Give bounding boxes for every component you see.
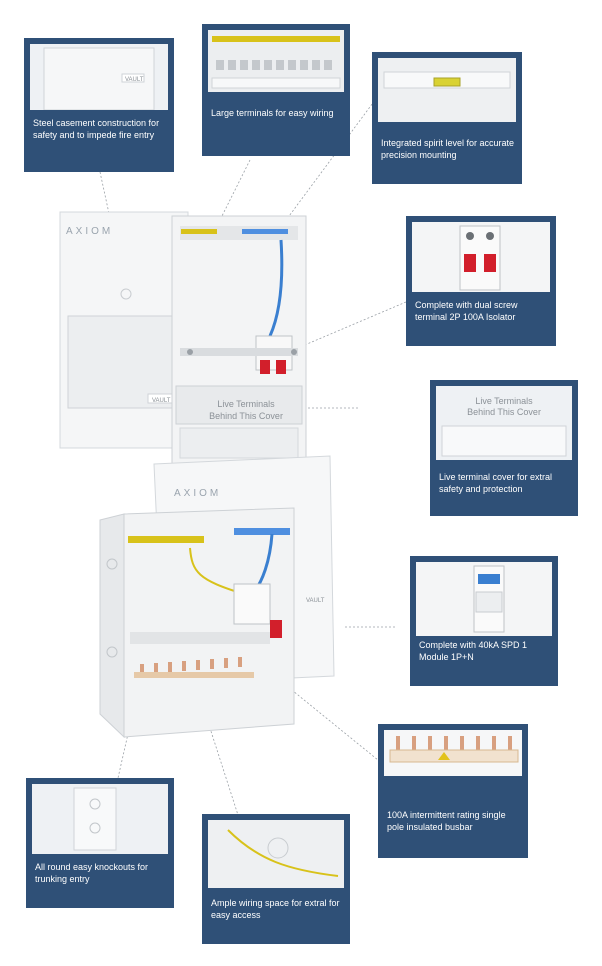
consumer-unit-angled-image: AXIOM VAULT (99, 455, 335, 739)
neutral-terminal-bar (242, 229, 288, 234)
lid-logo-angled: AXIOM (174, 488, 221, 499)
busbar-photo (384, 730, 522, 776)
callout-card-spd: Complete with 40kA SPD 1 Module 1P+N (410, 556, 558, 686)
unit-box-angled (123, 507, 295, 738)
spd-photo (416, 562, 552, 636)
caption-terminals: Large terminals for easy wiring (211, 108, 334, 118)
box-side (99, 513, 125, 739)
earth-terminal-bar (181, 229, 217, 234)
blue-wire (268, 239, 284, 337)
caption-cover: Live terminal cover for extral safety an… (439, 472, 553, 494)
lid-badge-angled: VAULT (306, 598, 325, 604)
caption-spirit: Integrated spirit level for accurate pre… (381, 138, 515, 160)
caption-spd: Complete with 40kA SPD 1 Module 1P+N (419, 640, 528, 662)
steel-photo: VAULT (30, 44, 168, 110)
busbar-pins-angled (140, 657, 242, 674)
isolator-switch-angled (233, 583, 271, 625)
cover-photo-line2: Behind This Cover (467, 407, 541, 417)
callout-card-knockouts: All round easy knockouts for trunking en… (26, 778, 174, 908)
caption-knockouts: All round easy knockouts for trunking en… (35, 862, 149, 884)
cover-photo-line1: Live Terminals (475, 396, 533, 406)
earth-terminal-bar-angled (128, 536, 204, 543)
leader-spirit (274, 87, 385, 236)
caption-isolator: Complete with dual screw terminal 2P 100… (415, 300, 518, 322)
lid-window (67, 315, 177, 409)
live-terminal-cover (175, 385, 303, 425)
callout-card-spirit: Integrated spirit level for accurate pre… (372, 52, 522, 184)
callout-card-isolator: Complete with dual screw terminal 2P 100… (406, 216, 556, 346)
wiring-photo (208, 820, 344, 888)
lid-knockout-icon (120, 288, 132, 300)
callout-card-wiring: Ample wiring space for extral for easy a… (202, 814, 350, 944)
lid-logo: AXIOM (66, 226, 113, 237)
cover-text-line1: Live Terminals (217, 399, 275, 409)
callout-card-busbar: 100A intermittent rating single pole ins… (378, 724, 528, 858)
cover-photo-text: Live Terminals Behind This Cover (436, 396, 572, 418)
consumer-unit-front-image: AXIOM VAULT (59, 211, 307, 467)
lid-badge: VAULT (152, 398, 171, 404)
caption-busbar: 100A intermittent rating single pole ins… (387, 810, 506, 832)
steel-photo-badge: VAULT (125, 77, 144, 83)
leader-isolator (292, 301, 407, 351)
callout-card-steel: VAULT Steel casement construction for sa… (24, 38, 174, 172)
terminals-photo (208, 30, 344, 92)
side-knockout-icon (106, 558, 118, 570)
caption-wiring: Ample wiring space for extral for easy a… (211, 898, 340, 920)
callout-card-cover: Live Terminals Behind This Cover Live te… (430, 380, 578, 516)
neutral-terminal-bar-angled (234, 528, 290, 535)
caption-steel: Steel casement construction for safety a… (33, 118, 160, 140)
spirit-level-photo (378, 58, 516, 122)
callout-card-terminals: Large terminals for easy wiring (202, 24, 350, 156)
cover-text-line2: Behind This Cover (209, 411, 283, 421)
cover-text: Live Terminals Behind This Cover (196, 398, 296, 422)
isolator-photo (412, 222, 550, 292)
knockouts-photo (32, 784, 168, 854)
cover-photo: Live Terminals Behind This Cover (436, 386, 572, 460)
